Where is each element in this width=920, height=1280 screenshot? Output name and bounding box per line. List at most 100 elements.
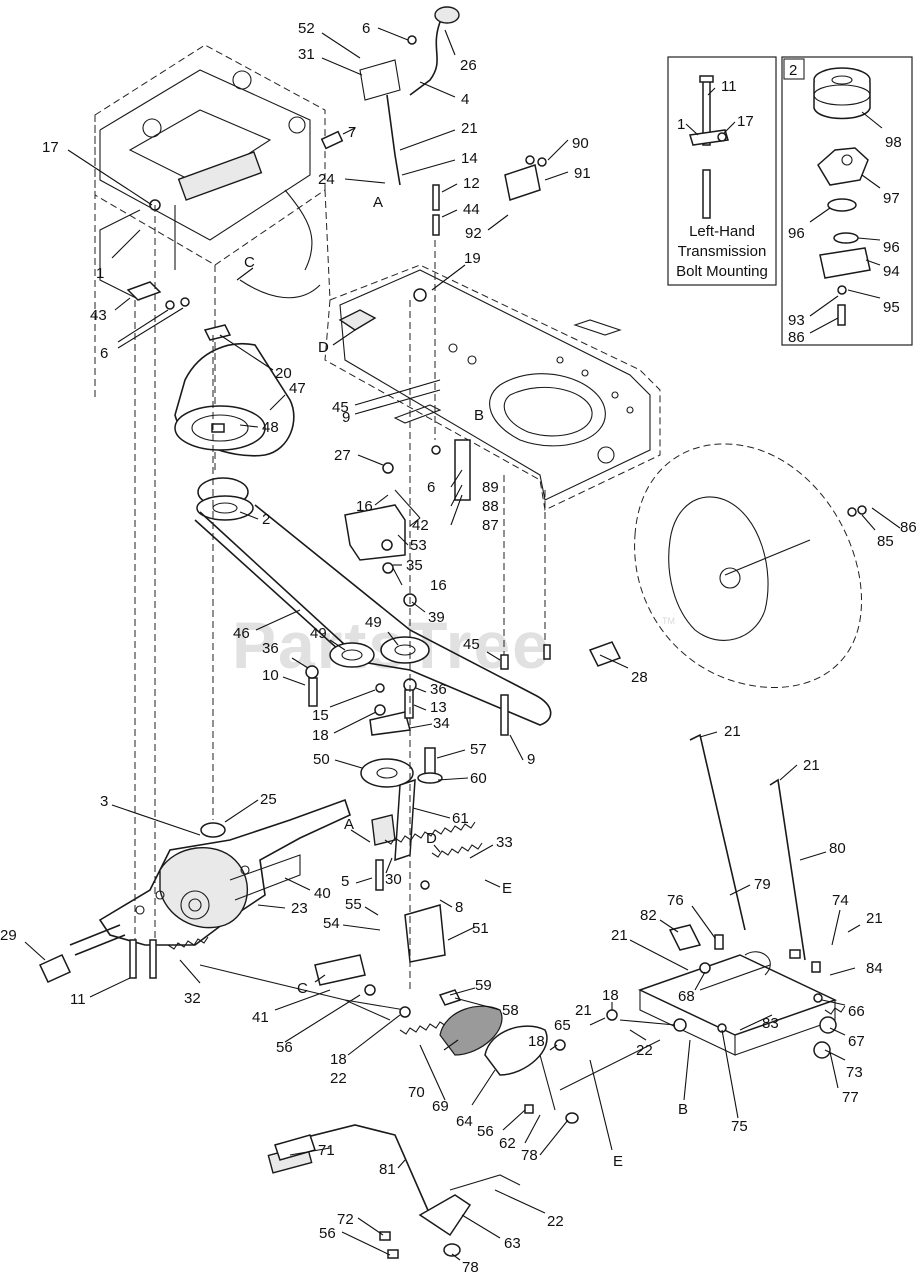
- callout-88: 88: [482, 498, 499, 515]
- callout-10: 10: [262, 667, 279, 684]
- callout-9-lower: 9: [527, 751, 535, 768]
- callout-49-left: 49: [310, 625, 327, 642]
- mid-frame: [324, 264, 661, 511]
- callout-81: 81: [379, 1161, 396, 1178]
- callout-56-center: 56: [477, 1123, 494, 1140]
- callout-28: 28: [631, 669, 648, 686]
- callout-6-left: 6: [100, 345, 108, 362]
- callout-39: 39: [428, 609, 445, 626]
- watermark-trademark: TM: [662, 616, 675, 626]
- callout-51: 51: [472, 920, 489, 937]
- callout-18-lower: 18: [330, 1051, 347, 1068]
- callout-75: 75: [731, 1118, 748, 1135]
- callout-24: 24: [318, 171, 335, 188]
- callout-57: 57: [470, 741, 487, 758]
- callout-letter-E-lower: E: [613, 1153, 623, 1170]
- callout-labels: 52 6 26 31 4 7 21 17 14 24 A 12 44 90 91…: [0, 20, 917, 1276]
- callout-69: 69: [432, 1098, 449, 1115]
- callout-15: 15: [312, 707, 329, 724]
- inset-callout-93: 93: [788, 312, 805, 329]
- callout-18-center: 18: [528, 1033, 545, 1050]
- callout-45-right: 45: [463, 636, 480, 653]
- callout-23: 23: [291, 900, 308, 917]
- inset-title-line-3: Bolt Mounting: [676, 263, 768, 280]
- inset-callout-94: 94: [883, 263, 900, 280]
- inset-pulley-assembly: 2 98 97 96 96 94 95 93 86: [781, 56, 913, 346]
- callout-21: 21: [461, 120, 478, 137]
- callout-18: 18: [312, 727, 329, 744]
- callout-22-right: 22: [636, 1042, 653, 1059]
- callout-49-right: 49: [365, 614, 382, 631]
- callout-92: 92: [465, 225, 482, 242]
- hardware: [126, 35, 867, 1259]
- callout-42: 42: [412, 517, 429, 534]
- callout-16-lower: 16: [430, 577, 447, 594]
- callout-33: 33: [496, 834, 513, 851]
- callout-77: 77: [842, 1089, 859, 1106]
- axle-sleeves: [38, 641, 622, 983]
- rear-wheel: [634, 443, 862, 688]
- callout-11: 11: [70, 991, 86, 1008]
- callout-45: 45: [332, 399, 349, 416]
- shift-lever: [359, 6, 460, 186]
- callout-80: 80: [829, 840, 846, 857]
- callout-70: 70: [408, 1084, 425, 1101]
- callout-66: 66: [848, 1003, 865, 1020]
- callout-19: 19: [464, 250, 481, 267]
- callout-52: 52: [298, 20, 315, 37]
- callout-59: 59: [475, 977, 492, 994]
- callout-letter-D-upper: D: [318, 339, 329, 356]
- callout-26: 26: [460, 57, 477, 74]
- callout-56-left: 56: [276, 1039, 293, 1056]
- callout-31: 31: [298, 46, 315, 63]
- callout-20: 20: [275, 365, 292, 382]
- belt-pulleys: [174, 343, 552, 788]
- callout-14: 14: [461, 150, 478, 167]
- callout-7: 7: [348, 124, 356, 141]
- callout-40: 40: [314, 885, 331, 902]
- callout-83: 83: [762, 1015, 779, 1032]
- callout-41: 41: [252, 1009, 269, 1026]
- callout-6-mid: 6: [427, 479, 435, 496]
- callout-47: 47: [289, 380, 306, 397]
- inset-title-line-1: Left-Hand: [689, 223, 755, 240]
- callout-6: 6: [362, 20, 370, 37]
- callout-22-lower: 22: [547, 1213, 564, 1230]
- callout-29: 29: [0, 927, 17, 944]
- callout-30: 30: [385, 871, 402, 888]
- callout-letter-B-lower: B: [678, 1101, 688, 1118]
- callout-53: 53: [410, 537, 427, 554]
- callout-27: 27: [334, 447, 351, 464]
- callout-9: 9: [342, 409, 350, 426]
- inset-number-2: 2: [789, 62, 797, 79]
- callout-65: 65: [554, 1017, 571, 1034]
- inset-left-hand-bolt: 11 1 17 Left-Hand Transmission Bolt Moun…: [667, 56, 777, 286]
- callout-50: 50: [313, 751, 330, 768]
- callout-letter-B-upper: B: [474, 407, 484, 424]
- callout-18-pedal: 18: [602, 987, 619, 1004]
- callout-21-bracket: 21: [611, 927, 628, 944]
- callout-91: 91: [574, 165, 591, 182]
- callout-86: 86: [900, 519, 917, 536]
- callout-56-bottom: 56: [319, 1225, 336, 1242]
- callout-58: 58: [502, 1002, 519, 1019]
- callout-82: 82: [640, 907, 657, 924]
- callout-17: 17: [42, 139, 59, 156]
- foot-pedals: [439, 1005, 661, 1111]
- callout-90: 90: [572, 135, 589, 152]
- callout-letter-C-lower: C: [297, 980, 308, 997]
- callout-16: 16: [356, 498, 373, 515]
- callout-4: 4: [461, 91, 469, 108]
- inset-callout-11: 11: [721, 78, 737, 95]
- callout-8: 8: [455, 899, 463, 916]
- pedal-bracket: [638, 951, 837, 1056]
- callout-36-lower: 36: [430, 681, 447, 698]
- callout-63: 63: [504, 1235, 521, 1252]
- callout-letter-E-upper: E: [502, 880, 512, 897]
- inset-callout-97: 97: [883, 190, 900, 207]
- callout-62: 62: [499, 1135, 516, 1152]
- callout-25: 25: [260, 791, 277, 808]
- callout-21-right: 21: [866, 910, 883, 927]
